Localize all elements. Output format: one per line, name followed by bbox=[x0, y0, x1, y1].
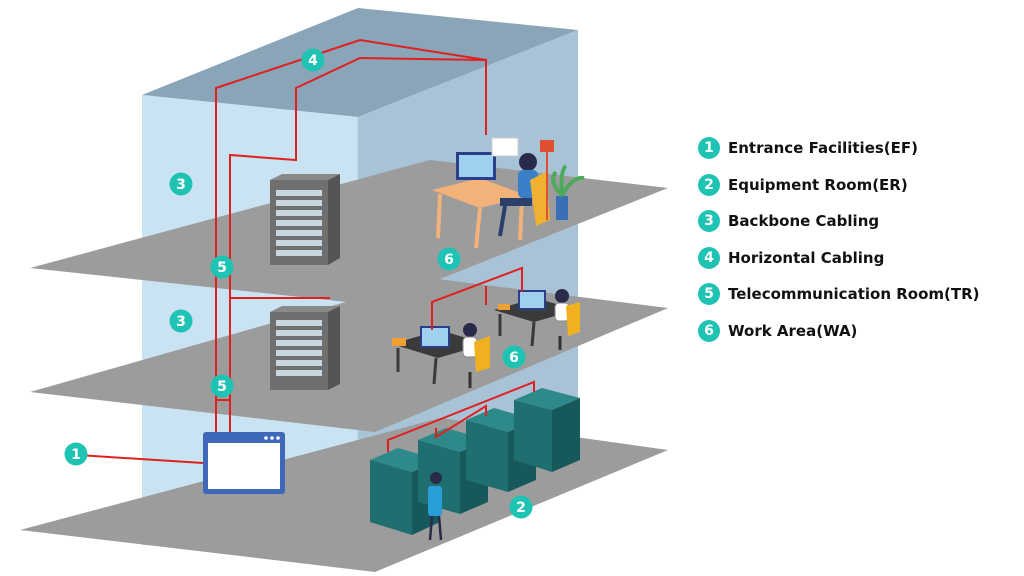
svg-text:6: 6 bbox=[444, 252, 454, 268]
horizontal-cable-upper-rack bbox=[229, 56, 487, 298]
telecom-rack-lower bbox=[270, 306, 340, 390]
badge-work-area-lower: 6 bbox=[502, 345, 526, 369]
entrance-panel bbox=[203, 432, 285, 494]
badge-backbone-upper: 3 bbox=[169, 172, 193, 196]
legend-label: Backbone Cabling bbox=[728, 212, 880, 231]
badge-backbone-lower: 3 bbox=[169, 309, 193, 333]
legend-number-badge: 6 bbox=[698, 319, 720, 342]
equipment-room-servers bbox=[370, 388, 580, 541]
badge-work-area-upper: 6 bbox=[437, 247, 461, 271]
badge-tr-upper: 5 bbox=[210, 255, 234, 279]
building-roof bbox=[142, 8, 578, 117]
equipment-room-cable bbox=[387, 380, 535, 452]
work-area-upper bbox=[432, 137, 585, 249]
legend-item-work-area: 6 Work Area(WA) bbox=[698, 313, 1018, 350]
legend-label: Entrance Facilities(EF) bbox=[728, 139, 919, 158]
svg-text:5: 5 bbox=[217, 260, 227, 276]
legend-item-telecommunication-room: 5 Telecommunication Room(TR) bbox=[698, 276, 1018, 313]
legend-number-badge: 5 bbox=[698, 283, 720, 306]
legend-number-badge: 2 bbox=[698, 173, 720, 196]
badge-equipment-room: 2 bbox=[509, 495, 533, 519]
svg-text:3: 3 bbox=[176, 177, 186, 193]
legend-item-horizontal-cabling: 4 Horizontal Cabling bbox=[698, 240, 1018, 277]
svg-text:2: 2 bbox=[516, 500, 526, 516]
legend-label: Work Area(WA) bbox=[728, 321, 858, 340]
entrance-cable bbox=[77, 454, 204, 464]
legend-number-badge: 3 bbox=[698, 210, 720, 233]
telecom-rack-upper bbox=[270, 174, 340, 265]
legend-label: Equipment Room(ER) bbox=[728, 175, 908, 194]
legend: 1 Entrance Facilities(EF) 2 Equipment Ro… bbox=[698, 130, 1018, 349]
legend-item-equipment-room: 2 Equipment Room(ER) bbox=[698, 167, 1018, 204]
svg-text:6: 6 bbox=[509, 350, 519, 366]
cabling bbox=[77, 38, 535, 464]
badge-tr-lower: 5 bbox=[210, 374, 234, 398]
equipment-room-cable-drops bbox=[435, 404, 487, 439]
work-area-lower bbox=[392, 289, 580, 388]
legend-label: Horizontal Cabling bbox=[728, 248, 885, 267]
badge-entrance: 1 bbox=[64, 442, 88, 466]
legend-item-backbone-cabling: 3 Backbone Cabling bbox=[698, 203, 1018, 240]
legend-item-entrance-facilities: 1 Entrance Facilities(EF) bbox=[698, 130, 1018, 167]
backbone-cable-left bbox=[215, 38, 487, 432]
work-area-lower-cable bbox=[431, 266, 523, 330]
legend-number-badge: 1 bbox=[698, 137, 720, 160]
svg-text:4: 4 bbox=[308, 53, 318, 69]
legend-number-badge: 4 bbox=[698, 246, 720, 269]
svg-text:3: 3 bbox=[176, 314, 186, 330]
svg-text:1: 1 bbox=[71, 447, 81, 463]
badge-horizontal: 4 bbox=[301, 48, 325, 72]
svg-text:5: 5 bbox=[217, 379, 227, 395]
legend-label: Telecommunication Room(TR) bbox=[728, 285, 980, 304]
floor-slab-middle bbox=[30, 278, 668, 432]
